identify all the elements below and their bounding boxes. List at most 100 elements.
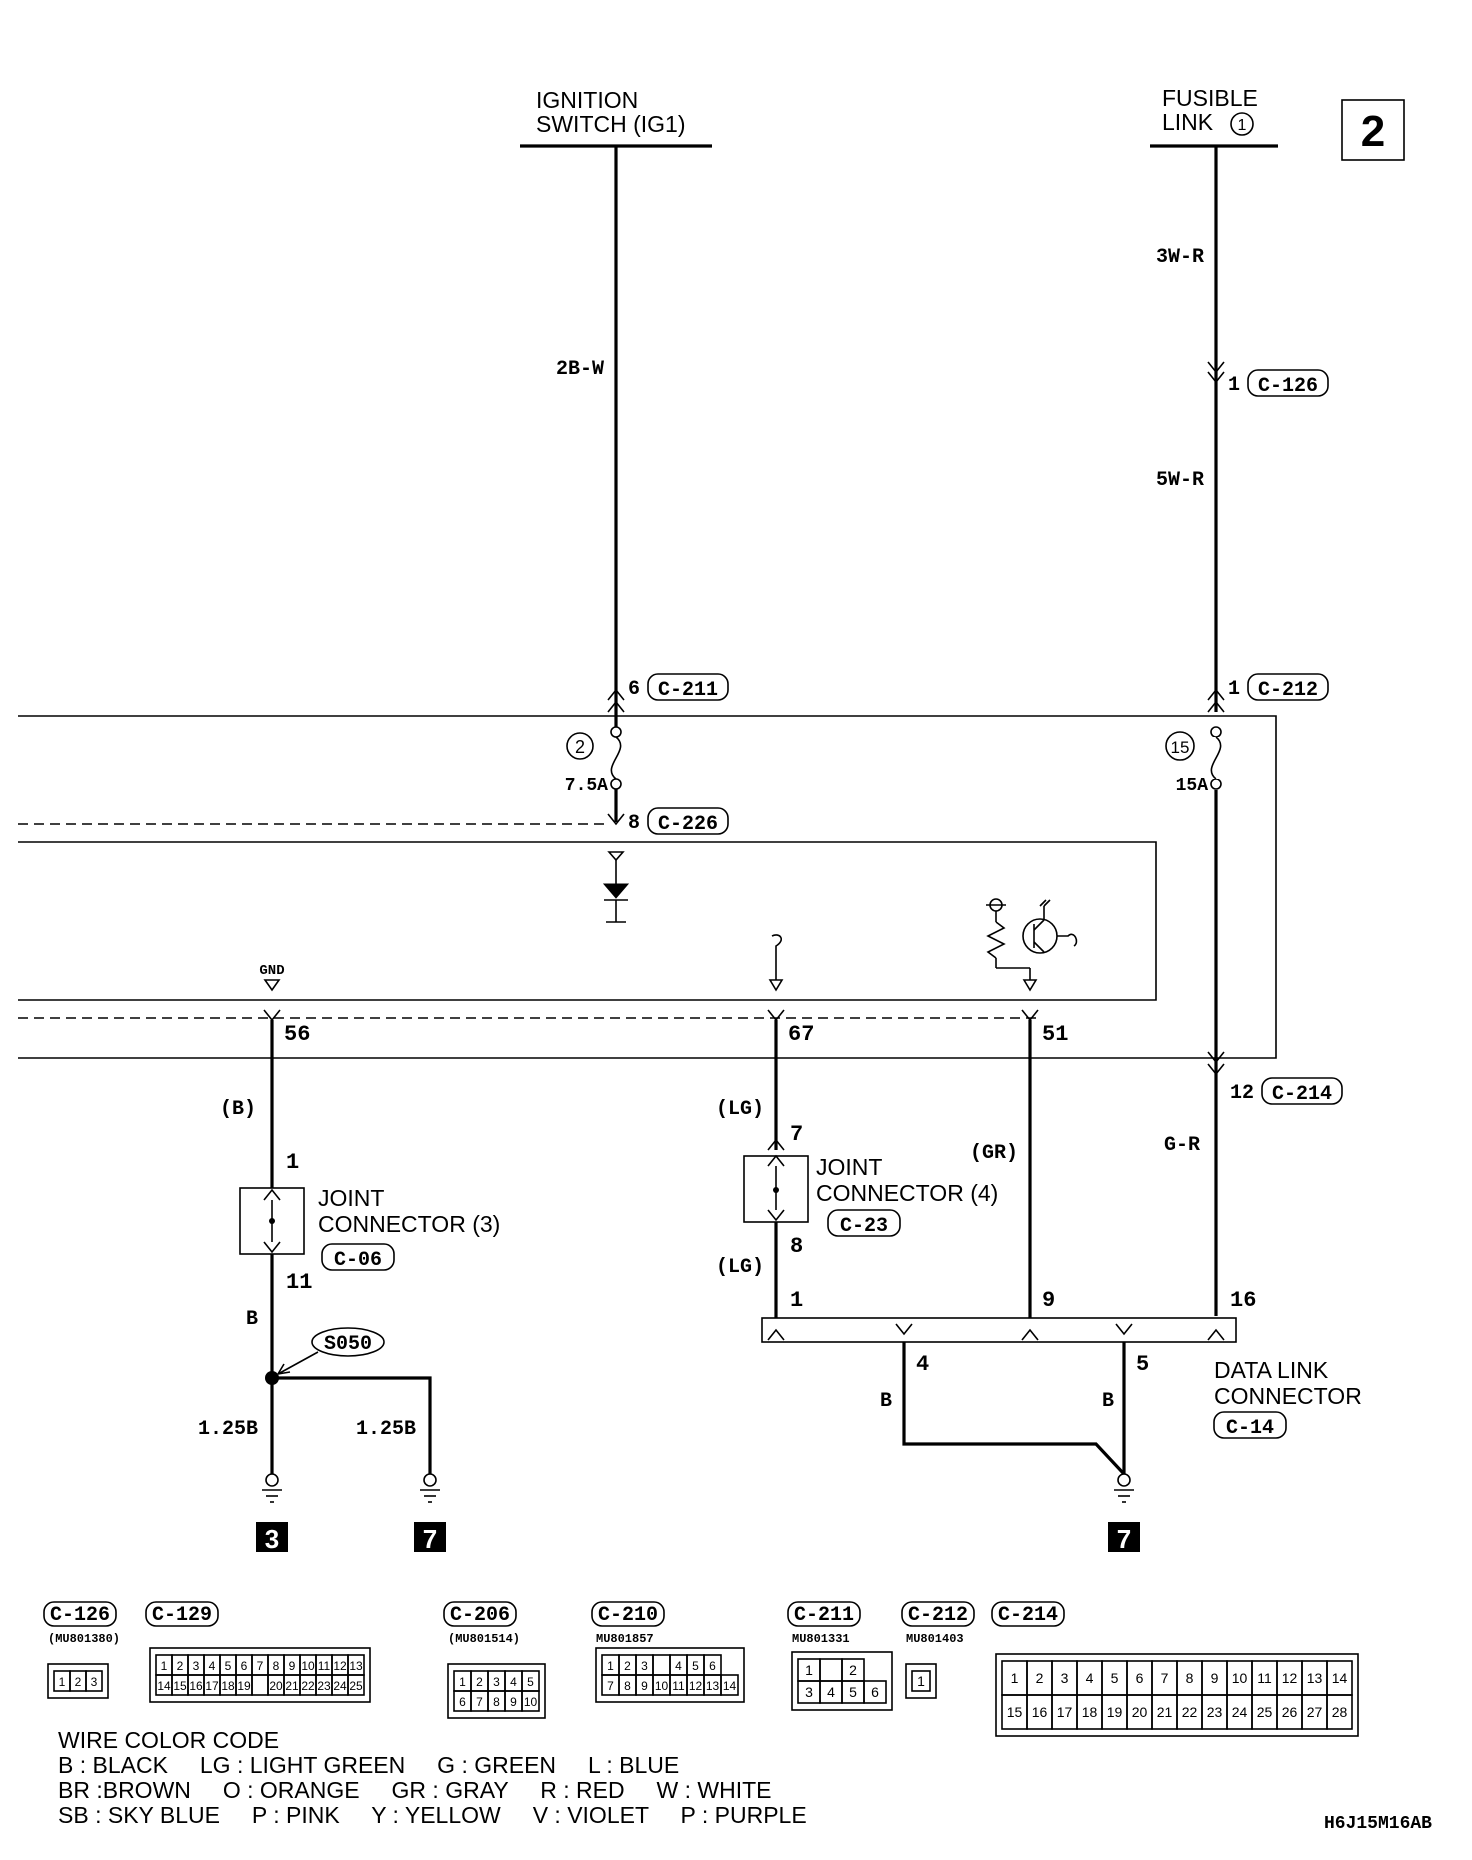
connector-view-pin: 20 (1132, 1704, 1148, 1720)
connector-view-ref-box (991, 1601, 1065, 1627)
connector-view-pin: 1 (805, 1662, 813, 1678)
connector-view-pin: 14 (1332, 1670, 1348, 1686)
dlc-pin-4: 4 (916, 1352, 929, 1377)
connector-view-pin: 15 (1007, 1704, 1023, 1720)
connector-view-pin: 21 (285, 1679, 299, 1693)
c212-pin: 1 (1228, 678, 1240, 701)
connector-view-pin: 7 (257, 1659, 264, 1673)
c226-connector-symbol (607, 813, 625, 826)
fuse15-rating: 15A (1176, 776, 1209, 796)
connector-view-pin: 11 (1257, 1670, 1272, 1686)
connector-view-pin: 7 (476, 1695, 483, 1709)
ground-ref-3: 3 (265, 1524, 279, 1554)
c211-ref-box (647, 673, 729, 701)
wire-label-b-4: B (880, 1390, 892, 1413)
ground-symbol-3 (262, 1473, 282, 1503)
connector-view-pin: 13 (706, 1679, 720, 1693)
wire-label-lg2: (LG) (716, 1256, 764, 1279)
connector-view-part: MU801857 (596, 1632, 654, 1646)
wire-label-2bw: 2B-W (556, 358, 604, 381)
figure-code: H6J15M16AB (1324, 1814, 1432, 1834)
connector-view-pin: 1 (459, 1675, 466, 1689)
connector-view-pin: 25 (349, 1679, 363, 1693)
resistor-icon (986, 921, 1006, 959)
c226-ref-box (647, 807, 729, 835)
c126-ref: C-126 (1258, 375, 1318, 398)
connector-view-pin: 10 (301, 1659, 315, 1673)
c214-connector-symbol (1207, 1051, 1225, 1076)
connector-view-face (149, 1647, 371, 1703)
ground-ref-box-7a (414, 1522, 446, 1552)
connector-view-pin: 12 (1282, 1670, 1298, 1686)
ground-ref-7a: 7 (423, 1524, 437, 1554)
ecu-pin-56: 56 (284, 1022, 310, 1047)
c126-pin: 1 (1228, 374, 1240, 397)
connector-view-pin: 17 (1057, 1704, 1073, 1720)
connector-view-pin: 4 (209, 1659, 216, 1673)
legend-row-3: SB : SKY BLUE P : PINK Y : YELLOW V : VI… (58, 1802, 807, 1828)
connector-view-pin: 1 (59, 1675, 66, 1689)
joint4-label-2: CONNECTOR (4) (816, 1180, 998, 1206)
wire-label-b-5: B (1102, 1390, 1114, 1413)
c126-ref-box (1247, 369, 1329, 397)
connector-view-pin: 19 (237, 1679, 251, 1693)
dlc-ref: C-14 (1226, 1417, 1274, 1440)
transistor-base-input (1057, 933, 1078, 947)
fuse2-bottom-terminal (610, 778, 622, 790)
connector-view-pin: 7 (607, 1679, 614, 1693)
fuse15-num-circle (1165, 731, 1195, 761)
c226-ref: C-226 (658, 813, 718, 836)
connector-view-cell (863, 1680, 887, 1704)
connector-view-pin: 22 (1182, 1704, 1198, 1720)
connector-view-part: MU801403 (906, 1632, 964, 1646)
connector-view-pin: 2 (75, 1675, 82, 1689)
connector-view-ref: C-211 (794, 1604, 854, 1627)
connector-view-ref: C-210 (598, 1604, 658, 1627)
connector-view-ref-box (591, 1601, 665, 1627)
fusible-label-2: LINK (1162, 109, 1214, 135)
connector-view-pin: 10 (655, 1679, 669, 1693)
joint3-bottom-symbol (263, 1241, 281, 1254)
dlc-pin-5: 5 (1136, 1352, 1149, 1377)
dlc-label-1: DATA LINK (1214, 1357, 1329, 1383)
c214-ref: C-214 (1272, 1083, 1332, 1106)
joint4-node (773, 1187, 779, 1193)
connector-view-face (47, 1663, 109, 1699)
connector-view-pin: 4 (827, 1684, 835, 1700)
wire-label-gr: G-R (1164, 1134, 1200, 1157)
transistor-ground-symbol (1039, 899, 1051, 907)
joint3-label-1: JOINT (318, 1185, 384, 1211)
connector-view-pin: 13 (349, 1659, 363, 1673)
c212-ref: C-212 (1258, 679, 1318, 702)
c226-pin: 8 (628, 812, 640, 835)
ignition-label-1: IGNITION (536, 87, 638, 113)
connector-view-pin: 12 (333, 1659, 347, 1673)
splice-s050-label: S050 (324, 1333, 372, 1356)
connector-view-face (905, 1663, 937, 1699)
dlc-pin5-symbol (1115, 1323, 1133, 1336)
ground-ref-box-3 (256, 1522, 288, 1552)
fusible-num-circle (1230, 112, 1254, 136)
connector-view-ref: C-129 (152, 1604, 212, 1627)
fusible-label-1: FUSIBLE (1162, 85, 1258, 111)
connector-view-pin: 10 (1232, 1670, 1248, 1686)
connector-view-pin: 24 (333, 1679, 347, 1693)
connector-view-pin: 3 (91, 1675, 98, 1689)
connector-view-face (595, 1647, 745, 1703)
legend-row-2: BR :BROWN O : ORANGE GR : GRAY R : RED W… (58, 1777, 771, 1803)
connector-view-pin: 5 (1111, 1670, 1119, 1686)
joint3-node (269, 1218, 275, 1224)
fusible-num: 1 (1238, 117, 1247, 134)
c211-pin: 6 (628, 678, 640, 701)
connector-view-pin: 21 (1157, 1704, 1173, 1720)
dlc-pin1-symbol (767, 1328, 785, 1341)
connector-view-ref-box (901, 1601, 975, 1627)
connector-view-pin: 3 (641, 1659, 648, 1673)
wire-splice-branch (272, 1376, 432, 1474)
diode-icon (602, 883, 630, 899)
connector-view-pin: 5 (225, 1659, 232, 1673)
fuse2-element (610, 736, 622, 780)
fuse15-element (1210, 736, 1222, 780)
wire-label-b-paren: (B) (220, 1098, 256, 1121)
